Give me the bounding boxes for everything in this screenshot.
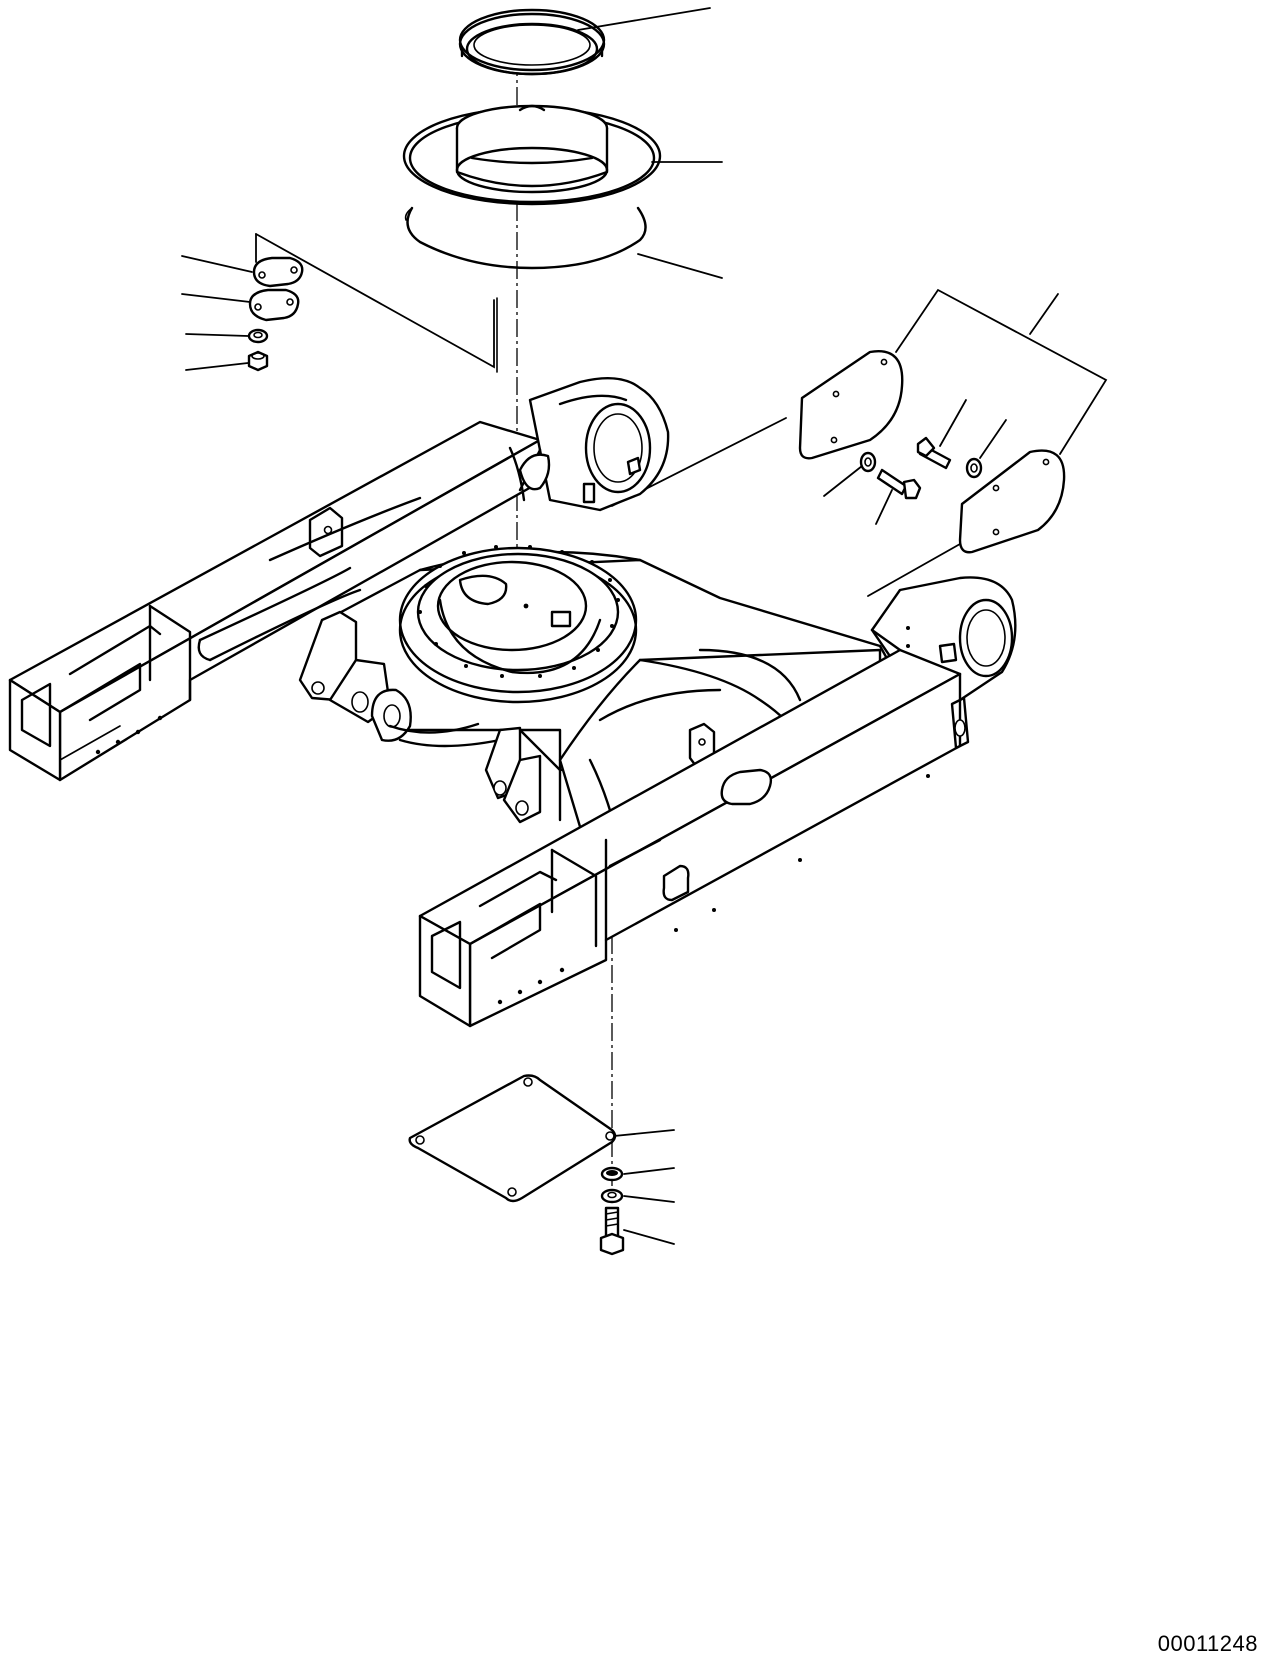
- leader-spring-washer: [624, 1168, 674, 1174]
- leader-under-cover: [614, 1130, 674, 1136]
- seal-ring: [460, 10, 604, 74]
- bolt-right-1: [918, 438, 950, 468]
- swing-cover: [404, 106, 660, 204]
- ring-bolt-holes: [418, 545, 620, 678]
- washer-right-2: [967, 459, 981, 477]
- leader-seal-ring: [578, 8, 710, 30]
- spring-washer: [602, 1168, 622, 1180]
- leader-bolt-right-2: [876, 490, 892, 524]
- group-bracket-left: [256, 234, 494, 367]
- side-cover-left: [800, 351, 902, 458]
- leader-bolt-under: [624, 1230, 674, 1244]
- cover-plate-2: [250, 290, 298, 320]
- under-cover: [410, 1076, 615, 1202]
- leader-flat-washer: [624, 1196, 674, 1202]
- leader-washer-small: [186, 334, 248, 336]
- washer-right-1: [861, 453, 875, 471]
- washer-small: [249, 330, 267, 342]
- leader-washer-right-1: [824, 466, 862, 496]
- flat-washer: [602, 1190, 622, 1202]
- leader-lines: [182, 8, 1006, 1244]
- leader-cover-plate-1: [182, 256, 252, 272]
- side-cover-right: [960, 451, 1064, 553]
- o-ring: [406, 208, 646, 268]
- cover-plate-1: [254, 258, 302, 286]
- leader-washer-right-2: [980, 420, 1006, 458]
- leader-nut-small: [186, 363, 248, 370]
- leader-bolt-right-1: [940, 400, 966, 446]
- leader-o-ring: [638, 254, 722, 278]
- nut-small: [249, 352, 267, 370]
- bolt-under-cover: [601, 1208, 623, 1254]
- group-bracket-right: [896, 290, 1106, 454]
- bolt-right-2: [878, 470, 920, 498]
- leader-cover-plate-2: [182, 294, 250, 302]
- track-frame: [10, 378, 1015, 1026]
- drawing-number: 00011248: [1157, 1631, 1258, 1656]
